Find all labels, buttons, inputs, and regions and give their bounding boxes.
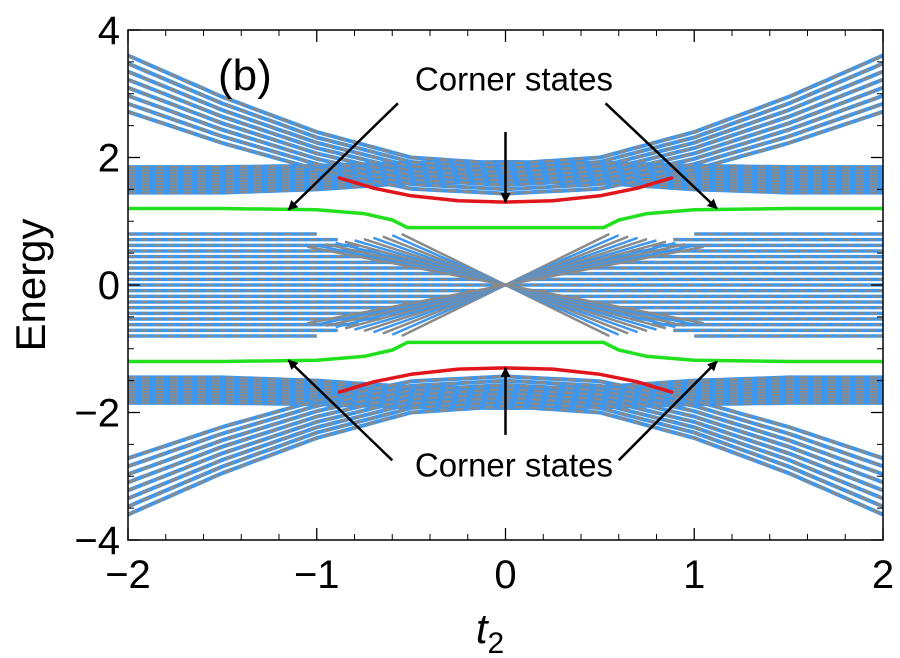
series-edge-upper [128,206,883,230]
axis-ticks [127,29,884,541]
annotation-arrow [287,359,394,462]
y-tick-label: −2 [74,392,120,436]
x-axis-label: t2 [476,605,504,658]
y-tick-label: 2 [98,137,120,181]
y-axis-label: Energy [7,218,54,351]
crossing-fan [307,232,704,338]
corner-states-annotation: Corner states [287,60,718,211]
annotation-backdrop [410,446,647,489]
x-axis-label-subscript: 2 [487,627,504,658]
x-tick-label: 1 [683,553,705,597]
x-tick-label: 0 [494,553,516,597]
annotation-label: Corner states [415,61,613,98]
outer-branch-line-dashed [128,102,883,191]
x-tick-label: 2 [872,553,894,597]
annotation-backdrop [410,60,647,103]
x-axis-label-main: t [476,605,490,652]
y-tick-label: 0 [98,264,120,308]
crossing-line [307,245,506,287]
inner-bulk-band [128,232,883,338]
crossing-line [307,283,506,325]
x-tick-label: −2 [105,553,151,597]
annotation-arrow [617,360,718,462]
crossing-line [505,245,704,287]
x-tick-label: −1 [294,553,340,597]
y-tick-label: −4 [74,519,120,563]
corner-states-annotation: Corner states [287,359,718,489]
outer-branch-line-dashed [128,379,883,468]
annotation-arrow [287,102,399,211]
crossing-line [505,283,704,325]
y-tick-label: 4 [98,9,120,53]
series-edge-lower [128,340,883,364]
annotation-label: Corner states [415,446,613,483]
panel-label: (b) [218,51,272,100]
annotation-arrow [604,102,718,210]
